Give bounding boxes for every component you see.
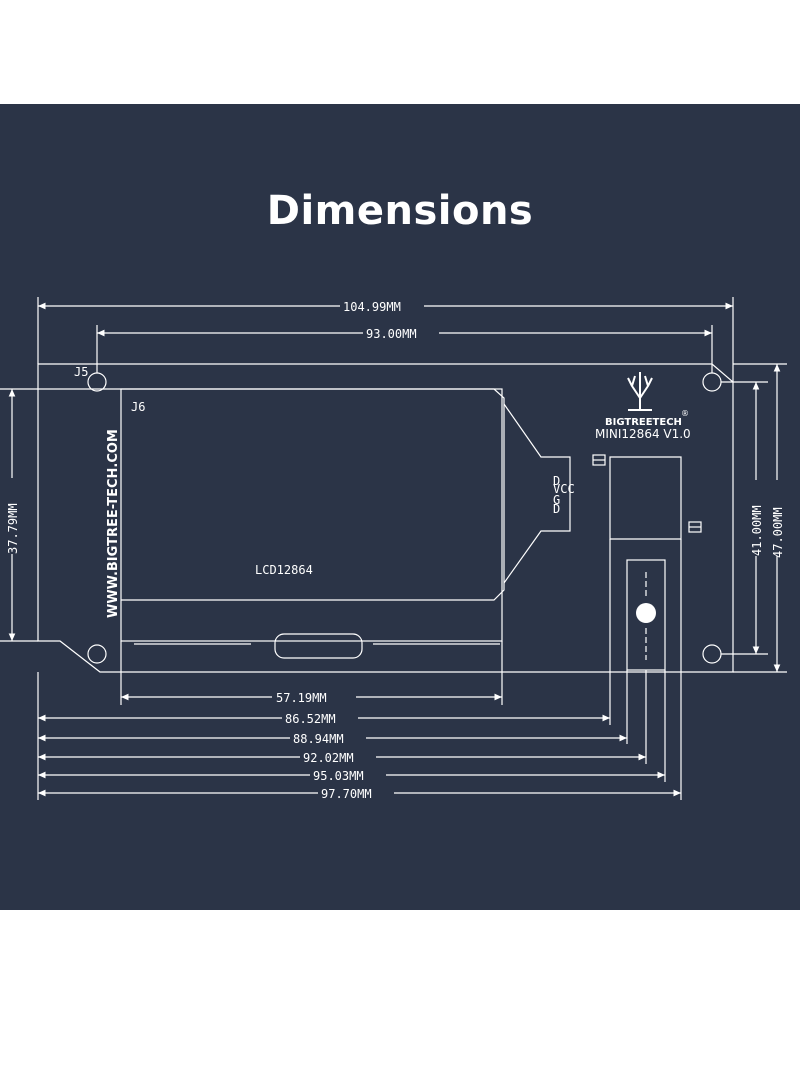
pin-label: D — [553, 474, 560, 488]
encoder-base-outline — [609, 539, 682, 672]
mounting-hole-bottom-right — [702, 644, 722, 664]
mounting-hole-top-left — [87, 372, 107, 392]
mounting-hole-bottom-left — [87, 644, 107, 664]
dim-label-height-total: 47.00MM — [771, 507, 785, 558]
pcb-outline — [37, 363, 734, 673]
brand-url: WWW.BIGTREE-TECH.COM — [106, 429, 121, 618]
encoder-knob-center — [636, 603, 656, 623]
tree-logo-icon — [627, 372, 653, 411]
lcd-label: LCD12864 — [255, 563, 313, 577]
dim-label-hole-spacing: 93.00MM — [366, 327, 417, 341]
model-label: MINI12864 V1.0 — [595, 427, 691, 441]
encoder-outline — [609, 456, 682, 540]
lcd-screen-outline — [121, 388, 505, 601]
dim-label-height-holes: 41.00MM — [750, 505, 764, 556]
dim-label-lcd-width: 57.19MM — [276, 691, 327, 705]
dim-label-d3: 92.02MM — [303, 751, 354, 765]
pin-label: G — [553, 493, 560, 507]
pin-label: VCC — [553, 482, 575, 496]
logo-text: BIGTREETECH — [605, 417, 682, 428]
pin-label: D — [553, 502, 560, 516]
mounting-hole-top-right — [702, 372, 722, 392]
dim-label-d1: 86.52MM — [285, 712, 336, 726]
connector-j6-label: J6 — [131, 400, 145, 414]
registered-mark: ® — [681, 409, 689, 418]
lcd-bottom-slot — [274, 633, 363, 659]
dim-label-d2: 88.94MM — [293, 732, 344, 746]
dim-label-d4: 95.03MM — [313, 769, 364, 783]
lcd-flex-cable — [503, 403, 571, 584]
lcd-module-outline — [120, 388, 503, 642]
connector-j5-label: J5 — [74, 365, 88, 379]
dim-label-d5: 97.70MM — [321, 787, 372, 801]
dim-label-total-width: 104.99MM — [343, 300, 401, 314]
page-title: Dimensions — [266, 188, 534, 234]
dim-label-lcd-height: 37.79MM — [6, 503, 20, 554]
